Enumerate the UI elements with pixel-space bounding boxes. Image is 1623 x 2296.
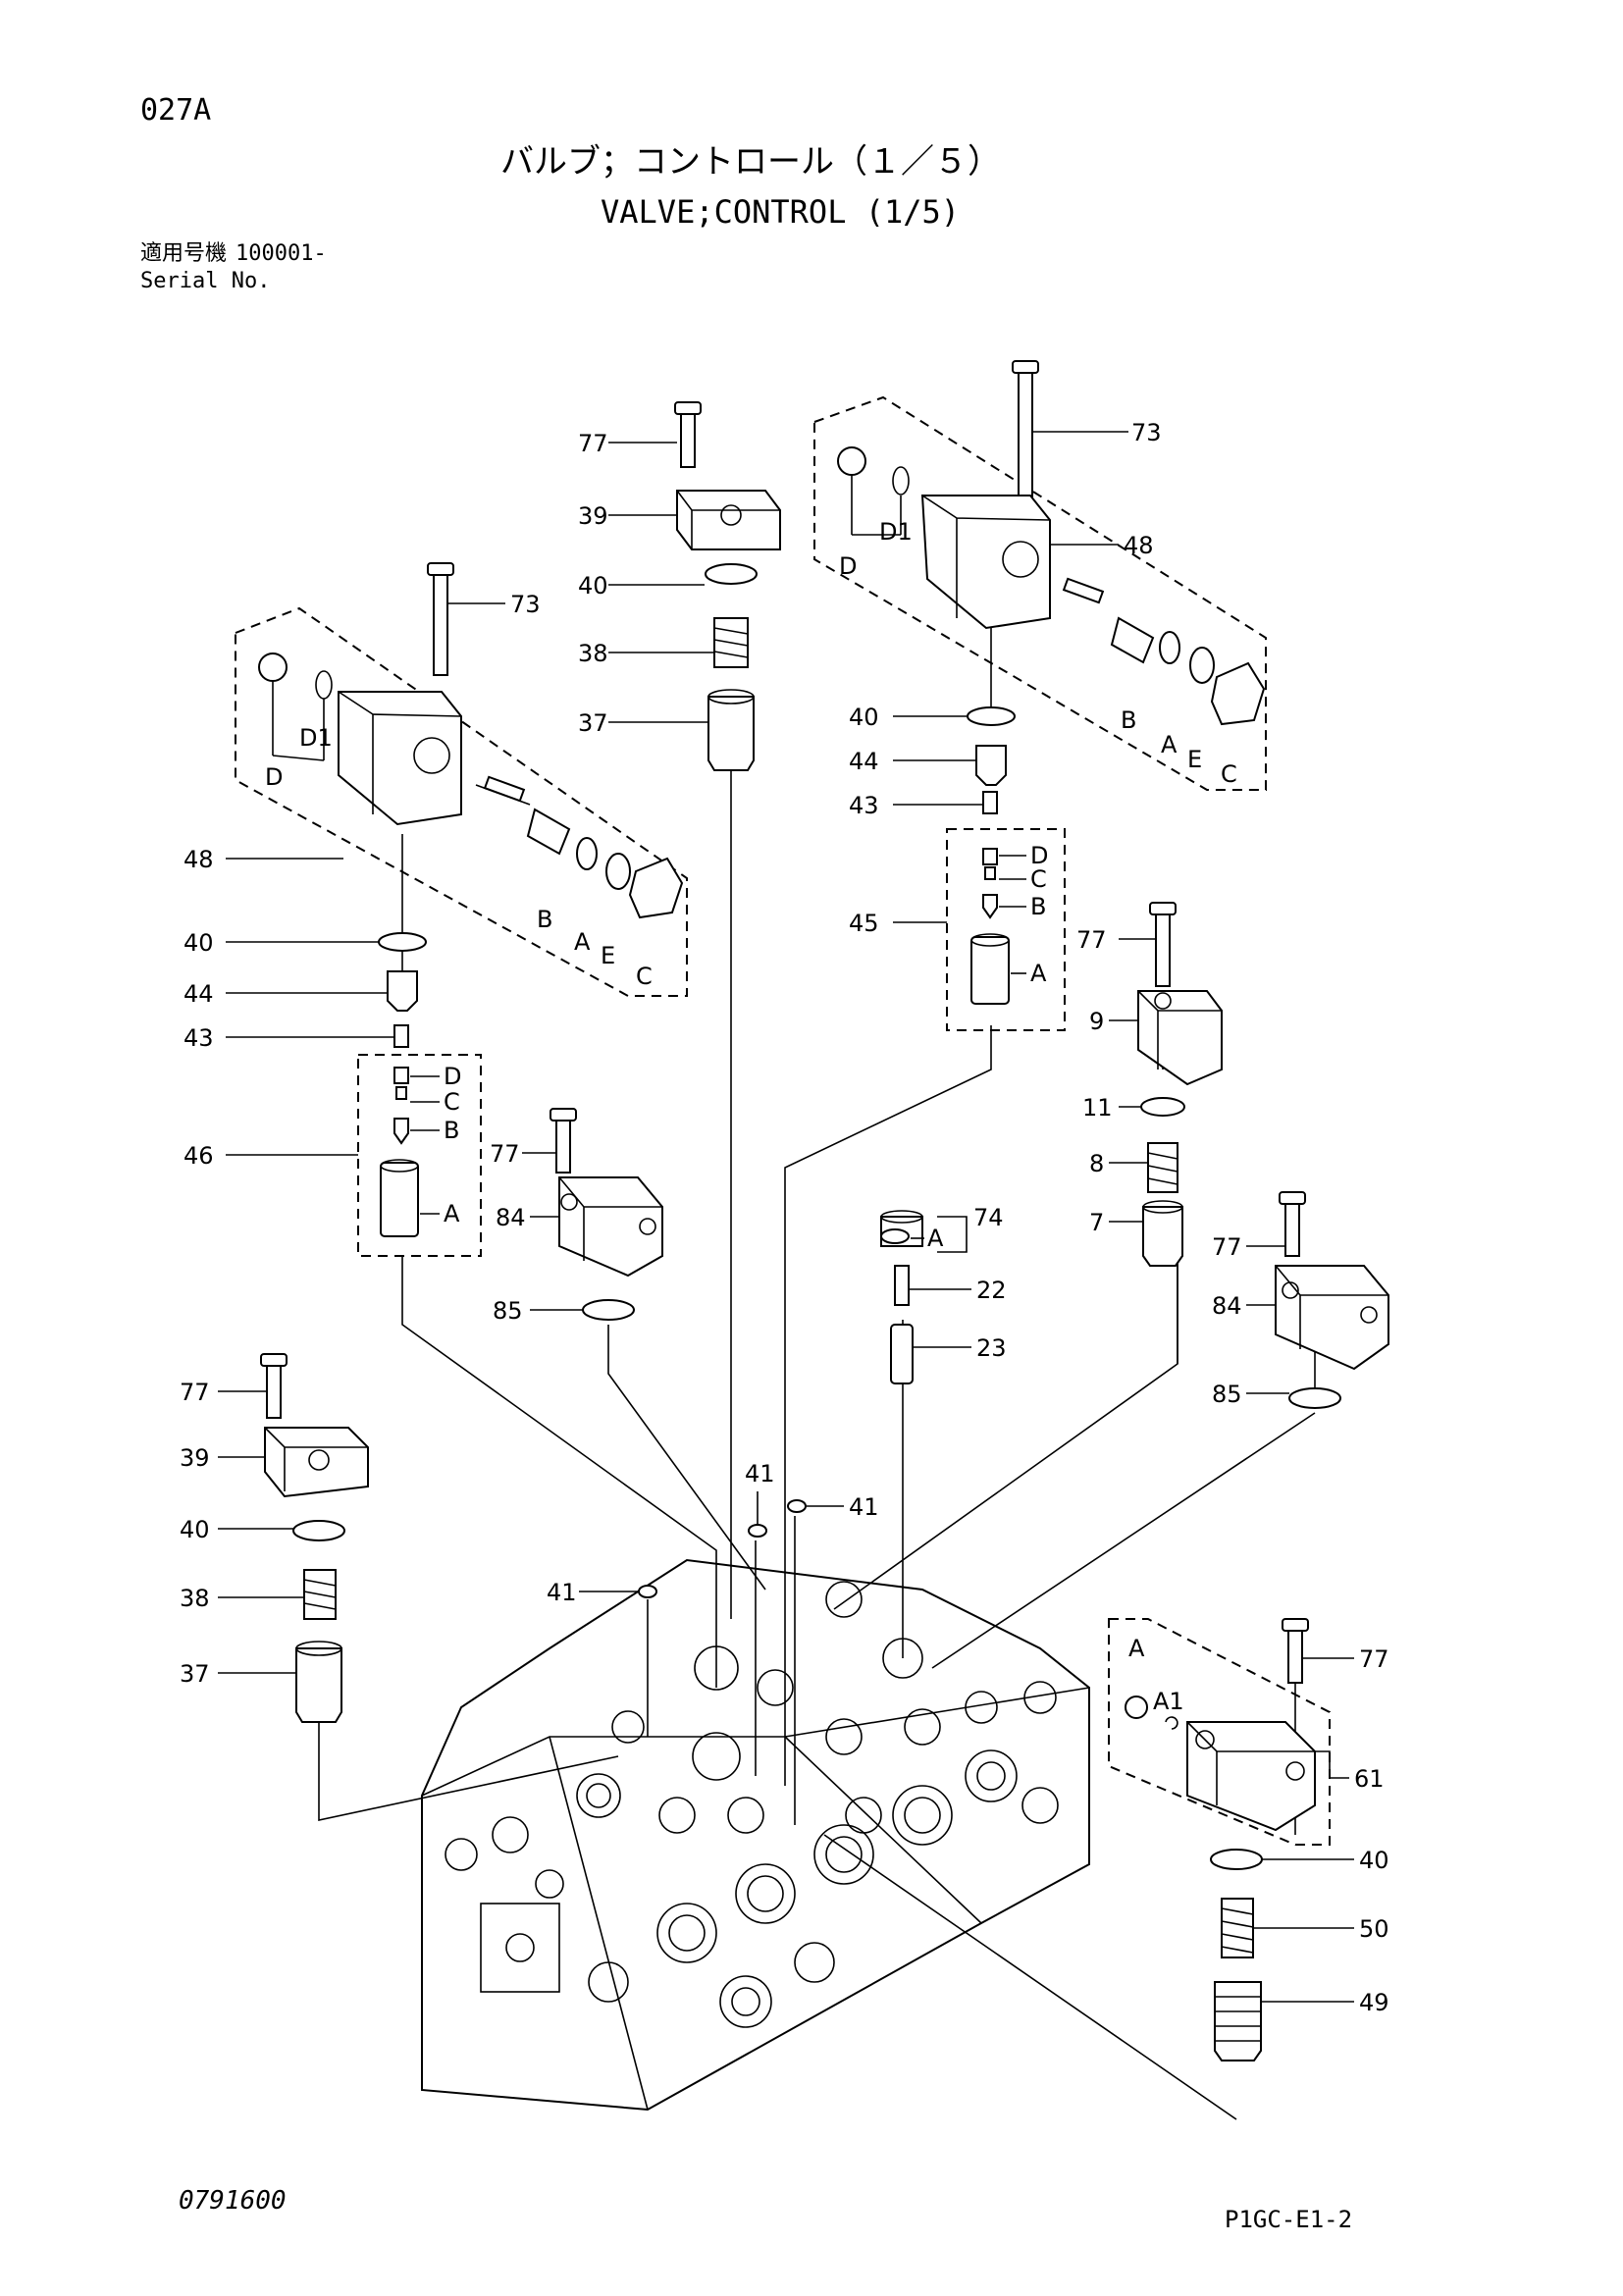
page-code: 027A — [140, 93, 212, 128]
callout-73: 73 — [1131, 419, 1162, 446]
callout-41: 41 — [547, 1579, 577, 1606]
callout-38: 38 — [180, 1585, 210, 1612]
label-d: D — [839, 552, 857, 580]
callout-40: 40 — [849, 704, 879, 731]
callout-22: 22 — [976, 1277, 1007, 1304]
check-valve-assembly-46 — [357, 1054, 482, 1257]
label-b: B — [1030, 893, 1046, 920]
label-b: B — [444, 1117, 459, 1144]
sub-label-dashes — [410, 855, 1026, 1239]
callout-23: 23 — [976, 1334, 1007, 1362]
drawing-number: 0791600 — [179, 2186, 287, 2216]
label-d1: D1 — [879, 518, 913, 546]
label-c: C — [636, 963, 653, 990]
label-a: A — [444, 1200, 460, 1227]
valve-body-housing — [421, 1558, 1090, 2112]
callout-77: 77 — [1359, 1645, 1389, 1673]
label-a: A — [927, 1225, 944, 1252]
callout-77: 77 — [1212, 1233, 1242, 1261]
callout-73: 73 — [510, 591, 541, 618]
callout-39: 39 — [180, 1444, 210, 1472]
callout-50: 50 — [1359, 1915, 1389, 1943]
callout-38: 38 — [578, 640, 608, 667]
plug-assembly-left-lower — [260, 1353, 369, 1723]
callout-39: 39 — [578, 502, 608, 530]
label-c: C — [1030, 865, 1047, 893]
page-reference: P1GC-E1-2 — [1225, 2206, 1353, 2233]
callout-leaders — [218, 431, 1354, 2003]
callout-11: 11 — [1082, 1094, 1113, 1122]
pilot-assembly-left — [235, 562, 688, 997]
label-a: A — [1161, 731, 1178, 758]
callout-84: 84 — [496, 1204, 526, 1231]
callout-numbers: 77 39 40 38 37 73 48 40 44 43 45 77 9 11… — [180, 419, 1389, 2016]
callout-44: 44 — [183, 980, 214, 1008]
callout-77: 77 — [180, 1379, 210, 1406]
label-c: C — [1221, 760, 1237, 788]
callout-48: 48 — [183, 846, 214, 873]
label-c: C — [444, 1088, 460, 1116]
callout-41: 41 — [849, 1493, 879, 1521]
callout-74: 74 — [973, 1204, 1004, 1231]
callout-77: 77 — [1076, 926, 1107, 954]
label-d: D — [265, 763, 283, 791]
label-d: D — [444, 1063, 461, 1090]
cover-assembly-61 — [1108, 1618, 1331, 2061]
callout-7: 7 — [1089, 1209, 1104, 1236]
callout-40: 40 — [183, 929, 214, 957]
callout-9: 9 — [1089, 1008, 1104, 1035]
callout-48: 48 — [1124, 532, 1154, 559]
label-a: A — [1128, 1635, 1145, 1662]
callout-8: 8 — [1089, 1150, 1104, 1177]
pilot-assembly-right — [813, 360, 1267, 791]
title-japanese: バルブ；コントロール（１／５） — [500, 142, 1001, 182]
label-b: B — [1121, 706, 1136, 734]
callout-43: 43 — [849, 792, 879, 819]
callout-77: 77 — [578, 430, 608, 457]
callout-37: 37 — [180, 1660, 210, 1688]
check-valve-assembly-45 — [946, 828, 1066, 1031]
seal-stack-left — [378, 932, 427, 1048]
callout-85: 85 — [1212, 1381, 1242, 1408]
title-english: VALVE;CONTROL (1/5) — [601, 193, 961, 231]
callout-40: 40 — [578, 572, 608, 600]
callout-85: 85 — [493, 1297, 523, 1325]
serial-label-english: Serial No. — [140, 269, 271, 293]
label-e: E — [1187, 746, 1202, 773]
callout-46: 46 — [183, 1142, 214, 1170]
label-a: A — [574, 928, 591, 956]
sub-part-letter-labels: D D1 B A E C D D1 B A E C D C B A D C B … — [265, 518, 1237, 1715]
callout-77: 77 — [490, 1140, 520, 1168]
cover-assembly-right — [1275, 1191, 1389, 1409]
label-a1: A1 — [1153, 1688, 1184, 1715]
serial-number-value: 100001- — [236, 241, 327, 266]
cover-assembly-left-mid — [550, 1108, 663, 1321]
callout-40: 40 — [180, 1516, 210, 1543]
serial-label-japanese: 適用号機 — [140, 241, 228, 266]
callout-45: 45 — [849, 910, 879, 937]
label-e: E — [601, 942, 615, 969]
callout-40: 40 — [1359, 1847, 1389, 1874]
seal-stack-right — [967, 706, 1016, 814]
callout-43: 43 — [183, 1024, 214, 1052]
label-d: D — [1030, 842, 1048, 869]
label-b: B — [537, 906, 552, 933]
plug-assembly-top-center — [674, 401, 781, 771]
callout-41: 41 — [745, 1460, 775, 1487]
callout-44: 44 — [849, 748, 879, 775]
callout-84: 84 — [1212, 1292, 1242, 1320]
callout-37: 37 — [578, 709, 608, 737]
plug-assembly-center — [880, 1210, 923, 1384]
label-d1: D1 — [299, 724, 333, 752]
label-a: A — [1030, 960, 1047, 987]
callout-49: 49 — [1359, 1989, 1389, 2016]
callout-61: 61 — [1354, 1765, 1385, 1793]
plug-assembly-right-mid — [1137, 902, 1223, 1267]
